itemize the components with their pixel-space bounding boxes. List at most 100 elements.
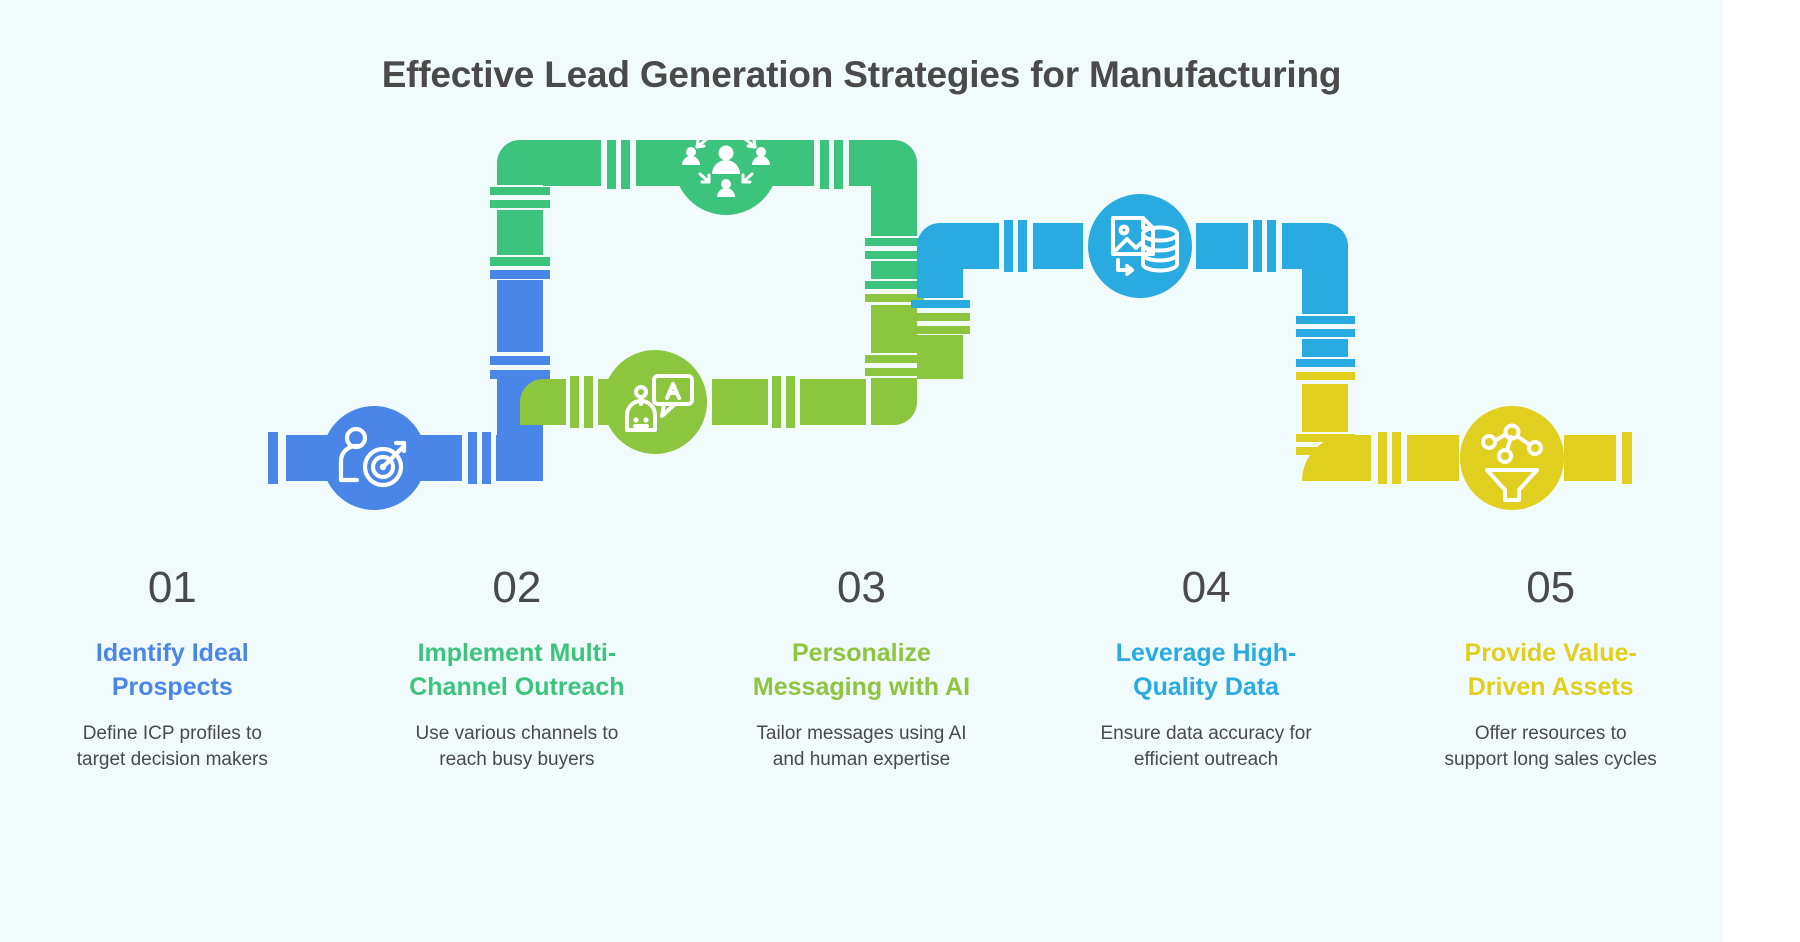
step-description-3: Tailor messages using AI and human exper… (756, 722, 967, 770)
pipe-flange-4-j (1296, 359, 1355, 367)
pipe-flange-4-h (1296, 316, 1355, 324)
data-document-database-icon (1111, 216, 1179, 276)
pipe-flange-3-c (865, 368, 924, 376)
step-number-4: 04 (1181, 563, 1231, 612)
pipe-h4-d (1282, 223, 1302, 269)
pipe-h5-a (1407, 435, 1459, 481)
pipe-flange-2-b (490, 200, 550, 208)
node-3[interactable] (603, 350, 707, 454)
node-2[interactable] (674, 140, 778, 215)
pipe-elbow-3-left (871, 378, 917, 425)
pipe-h3-a (800, 379, 866, 425)
step-number-2: 02 (492, 563, 542, 612)
right-margin (1723, 0, 1800, 942)
pipe-riser-4b (917, 268, 963, 298)
pipe-flange-3-g (570, 376, 579, 428)
pipe-flange-2-i (865, 251, 924, 259)
pipe-flange-1-b (482, 432, 491, 484)
pipe-elbow-4-topright (1302, 223, 1348, 269)
pipe-flange-2-e (621, 140, 630, 189)
pipe-down-2b (871, 261, 917, 279)
steps-row: 01 Identify Ideal Prospects Define ICP p… (0, 563, 1723, 773)
pipe-flange-4-f (1253, 220, 1262, 272)
step-column-4: 04 Leverage High-Quality Data Ensure dat… (1034, 563, 1379, 773)
pipe-flange-2-d (607, 140, 616, 189)
pipe-cap-left (268, 432, 278, 484)
pipe-flange-3-d (786, 376, 795, 428)
pipe-flange-4-b (911, 313, 970, 321)
step-title-1: Identify Ideal Prospects (95, 639, 249, 701)
pipe-riser-4 (917, 335, 963, 379)
pipe-down-5 (1302, 384, 1348, 432)
step-description-4: Ensure data accuracy for efficient outre… (1100, 722, 1312, 770)
node-1[interactable] (322, 406, 426, 510)
pipe-flange-3-e (772, 376, 781, 428)
pipe-elbow-5-final (1302, 435, 1371, 481)
pipe-flange-2-a (490, 257, 550, 266)
step-title-2: Implement Multi-Channel Outreach (409, 639, 625, 701)
pipe-flange-4-d (1004, 220, 1013, 272)
pipe-flange-5-b (1296, 434, 1355, 442)
pipe-elbow-top-right-2 (871, 140, 917, 186)
pipe-flange-2-g (834, 140, 843, 189)
pipe-flange-5-a (1296, 372, 1355, 380)
step-title-4: Leverage High-Quality Data (1115, 639, 1297, 701)
pipe-flange-2-j (865, 281, 924, 289)
pipe-down-3 (871, 305, 917, 353)
pipe-flange-2-f (820, 140, 829, 189)
pipe-h5-b (1564, 435, 1616, 481)
pipe-h4-a (963, 223, 999, 269)
node-4[interactable] (1088, 194, 1192, 298)
node-circle-2 (674, 140, 778, 215)
pipe-flange-4-g (1267, 220, 1276, 272)
step-description-5: Offer resources to support long sales cy… (1444, 722, 1657, 770)
pipe-top-seg-2d (849, 140, 871, 186)
pipe-h3-b (712, 379, 768, 425)
step-column-3: 03 Personalize Messaging with AI Tailor … (689, 563, 1034, 773)
pipe-flange-4-a (911, 326, 970, 334)
pipe-flange-1-e (490, 270, 550, 279)
people-network-icon (682, 140, 770, 197)
pipe-elbow-3-leftend (520, 379, 566, 425)
pipe-down-4b (1302, 339, 1348, 357)
step-number-5: 05 (1526, 563, 1576, 612)
pipeline-graphic (0, 140, 1723, 560)
pipe-flange-5-e (1392, 432, 1401, 484)
step-title-3: Personalize Messaging with AI (752, 639, 971, 701)
pipe-elbow-4-topleft (917, 223, 963, 268)
node-5[interactable] (1460, 406, 1564, 510)
step-title-5: Provide Value-Driven Assets (1464, 639, 1637, 701)
network-funnel-icon (1481, 423, 1543, 502)
pipe-flange-1-c (490, 370, 550, 379)
pipe-flange-1-a (468, 432, 477, 484)
page-title: Effective Lead Generation Strategies for… (381, 54, 1342, 95)
step-description-2: Use various channels to reach busy buyer… (415, 722, 619, 770)
pipe-h4-b (1033, 223, 1083, 269)
robot-chat-icon (625, 374, 694, 432)
pipe-flange-4-e (1018, 220, 1027, 272)
pipe-flange-4-c (911, 300, 970, 308)
pipe-riser-2 (497, 210, 543, 255)
pipe-flange-2-c (490, 187, 550, 195)
pipe-riser-1b (497, 280, 543, 352)
pipe-h4-c (1196, 223, 1248, 269)
step-column-5: 05 Provide Value-Driven Assets Offer res… (1378, 563, 1723, 773)
pipe-elbow-top-left-2 (497, 140, 543, 185)
person-target-icon (338, 426, 407, 488)
pipe-flange-3-f (584, 376, 593, 428)
pipe-cap-right (1622, 432, 1632, 484)
step-number-1: 01 (147, 563, 197, 612)
pipe-down-2 (871, 186, 917, 236)
pipe-flange-5-d (1378, 432, 1387, 484)
step-number-3: 03 (837, 563, 886, 612)
step-column-1: 01 Identify Ideal Prospects Define ICP p… (0, 563, 345, 773)
pipe-flange-1-d (490, 356, 550, 365)
node-circle-1 (322, 406, 426, 510)
pipe-flange-3-b (865, 355, 924, 363)
pipe-network (0, 140, 1723, 560)
pipe-down-4 (1302, 269, 1348, 314)
pipe-flange-3-a (865, 294, 924, 302)
infographic-canvas: Effective Lead Generation Strategies for… (0, 0, 1723, 942)
pipe-flange-4-i (1296, 329, 1355, 337)
step-description-1: Define ICP profiles to target decision m… (76, 722, 268, 770)
